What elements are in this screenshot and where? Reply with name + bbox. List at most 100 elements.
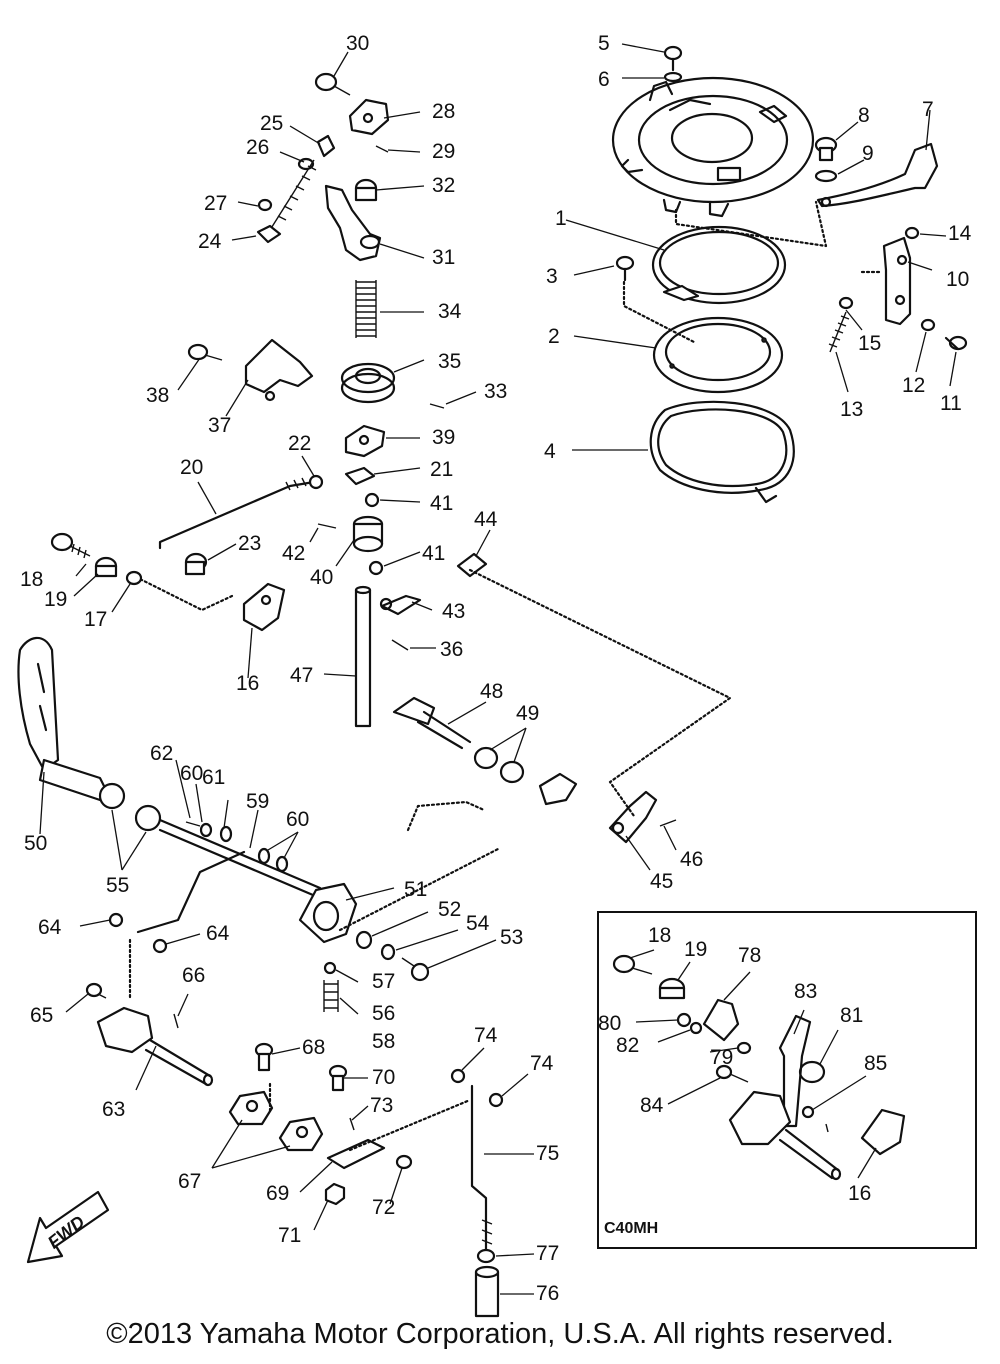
part-number-label-74: 74 <box>530 1052 554 1075</box>
shaft-47 <box>354 585 372 728</box>
arm-31 <box>324 184 382 262</box>
part-number-label-60: 60 <box>286 808 309 831</box>
bolt-8 <box>814 136 838 162</box>
inset-part-number-label-85: 85 <box>864 1052 887 1075</box>
bushing-55-b <box>134 804 162 832</box>
part-number-label-41: 41 <box>430 492 453 515</box>
part-number-label-60: 60 <box>180 762 203 785</box>
clip-74-a <box>450 1068 466 1084</box>
part-number-label-13: 13 <box>840 398 863 421</box>
bracket-37 <box>244 338 314 402</box>
part-number-label-16: 16 <box>236 672 259 695</box>
part-number-label-63: 63 <box>102 1098 125 1121</box>
bolt-18 <box>50 532 91 559</box>
part-number-label-1: 1 <box>555 207 567 230</box>
part-number-label-19: 19 <box>44 588 67 611</box>
shaft-48 <box>392 696 472 750</box>
part-number-label-41: 41 <box>422 542 445 565</box>
rod-end-24 <box>256 224 282 244</box>
bushing-55-a <box>98 782 126 810</box>
pin-73 <box>349 1117 355 1131</box>
part-number-label-33: 33 <box>484 380 507 403</box>
part-number-label-59: 59 <box>246 790 269 813</box>
handle-50 <box>17 636 108 802</box>
part-number-label-53: 53 <box>500 926 523 949</box>
screw-13 <box>828 311 850 353</box>
fitting-41-lower <box>368 560 384 576</box>
part-number-label-73: 73 <box>370 1094 393 1117</box>
part-number-label-54: 54 <box>466 912 490 935</box>
part-number-label-26: 26 <box>246 136 269 159</box>
bolt-27 <box>257 198 273 212</box>
spring-56 <box>323 980 339 1012</box>
part-number-label-2: 2 <box>548 325 560 348</box>
part-number-label-31: 31 <box>432 246 455 269</box>
part-number-label-76: 76 <box>536 1282 559 1305</box>
part-number-label-45: 45 <box>650 870 673 893</box>
part-number-label-66: 66 <box>182 964 205 987</box>
part-number-label-50: 50 <box>24 832 47 855</box>
part-number-label-18: 18 <box>20 568 43 591</box>
part-number-label-4: 4 <box>544 440 556 463</box>
collar-23 <box>184 552 208 576</box>
bushing-32 <box>354 178 378 202</box>
part-number-label-46: 46 <box>680 848 703 871</box>
bolt-11 <box>944 335 968 351</box>
part-number-label-58: 58 <box>372 1030 395 1053</box>
link-43 <box>379 594 422 616</box>
part-number-label-57: 57 <box>372 970 395 993</box>
part-number-label-39: 39 <box>432 426 455 449</box>
clip-60-b <box>257 847 271 865</box>
part-number-label-24: 24 <box>198 230 222 253</box>
part-number-label-65: 65 <box>30 1004 53 1027</box>
bracket-10 <box>882 236 912 326</box>
clip-64-b <box>152 938 168 954</box>
part-number-label-23: 23 <box>238 532 261 555</box>
pin-36 <box>391 639 409 651</box>
fitting-41-upper <box>364 492 380 508</box>
part-number-label-5: 5 <box>598 32 610 55</box>
clamp-67-b <box>278 1116 324 1152</box>
part-number-label-25: 25 <box>260 112 283 135</box>
nut-15 <box>838 296 854 310</box>
bolt-53 <box>401 957 430 982</box>
part-number-label-48: 48 <box>480 680 503 703</box>
magneto-base-plate <box>611 76 815 218</box>
washer-54 <box>380 943 396 961</box>
part-number-label-64: 64 <box>206 922 230 945</box>
sleeve-76 <box>474 1265 500 1318</box>
bracket-63 <box>96 1006 214 1087</box>
inset-part-number-label-16: 16 <box>848 1182 871 1205</box>
nut-71 <box>324 1182 346 1206</box>
washer-17 <box>125 570 143 586</box>
rod-threaded <box>269 159 317 231</box>
part-number-label-67: 67 <box>178 1170 201 1193</box>
inset-frame <box>597 911 977 1249</box>
part-number-label-9: 9 <box>862 142 874 165</box>
cam-51 <box>298 882 358 944</box>
cam-16 <box>242 582 286 632</box>
part-number-label-70: 70 <box>372 1066 395 1089</box>
part-number-label-8: 8 <box>858 104 870 127</box>
ring-1 <box>651 225 787 305</box>
nut-12 <box>920 318 936 332</box>
lever-7 <box>816 142 939 208</box>
inset-part-number-label-78: 78 <box>738 944 761 967</box>
part-number-label-77: 77 <box>536 1242 559 1265</box>
part-number-label-47: 47 <box>290 664 313 687</box>
part-number-label-27: 27 <box>204 192 227 215</box>
block-40 <box>352 515 384 553</box>
bushing-49-a <box>473 746 499 770</box>
inset-part-number-label-18: 18 <box>648 924 671 947</box>
parts-artwork <box>17 45 977 1318</box>
part-number-label-71: 71 <box>278 1224 301 1247</box>
part-number-label-68: 68 <box>302 1036 325 1059</box>
part-number-label-36: 36 <box>440 638 463 661</box>
part-number-label-74: 74 <box>474 1024 498 1047</box>
part-number-label-12: 12 <box>902 374 925 397</box>
inset-parts <box>612 954 906 1181</box>
